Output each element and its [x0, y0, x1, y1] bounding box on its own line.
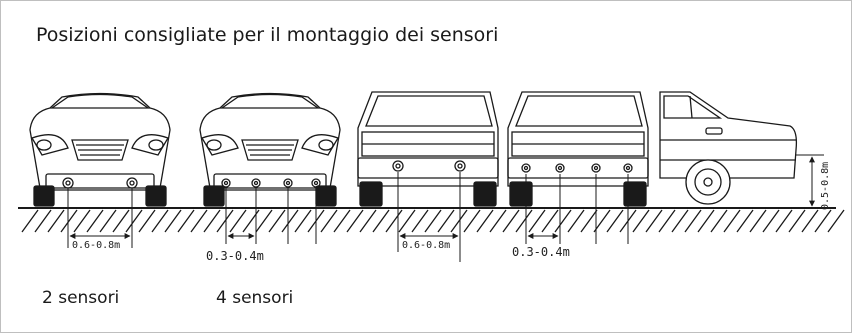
ground-hatch-line	[281, 209, 299, 233]
ground-hatch-line	[515, 209, 533, 233]
ground-hatch-line	[593, 209, 611, 233]
ground-hatch-line	[450, 209, 468, 233]
ground-hatch-line	[242, 209, 260, 233]
ground-hatch-line	[229, 209, 247, 233]
ground-hatch-line	[346, 209, 364, 233]
ground-hatch-line	[736, 209, 754, 233]
dim-front-2	[67, 188, 133, 248]
ground-hatch-line	[580, 209, 598, 233]
ground-hatch-line	[60, 209, 78, 233]
dim-rear-4	[525, 174, 629, 244]
caption-two-sensors: 2 sensori	[42, 288, 120, 308]
ground-hatch-line	[21, 209, 39, 233]
ground-hatch-line	[320, 209, 338, 233]
ground-hatch-line	[177, 209, 195, 233]
ground-hatch-line	[34, 209, 52, 233]
ground-hatch-line	[268, 209, 286, 233]
ground-hatch-line	[710, 209, 728, 233]
ground-hatch-line	[125, 209, 143, 233]
dim-front-4-label: 0.3-0.4m	[206, 249, 264, 263]
ground-hatch-line	[749, 209, 767, 233]
ground-hatch-line	[112, 209, 130, 233]
ground-hatch-line	[333, 209, 351, 233]
ground-hatch-line	[645, 209, 663, 233]
ground-hatch-line	[424, 209, 442, 233]
ground-hatch-line	[411, 209, 429, 233]
caption-four-sensors: 4 sensori	[216, 288, 294, 308]
ground-hatch-line	[47, 209, 65, 233]
dim-rear-4-label: 0.3-0.4m	[512, 245, 570, 259]
dim-rear-2	[397, 172, 461, 262]
ground-hatch-line	[762, 209, 780, 233]
ground-hatch-line	[86, 209, 104, 233]
ground-hatch-line	[775, 209, 793, 233]
ground-hatch-line	[476, 209, 494, 233]
ground-hatch-line	[671, 209, 689, 233]
car-front-2-sensors	[29, 92, 171, 207]
ground-hatch-line	[658, 209, 676, 233]
ground-hatch-line	[788, 209, 806, 233]
dim-front-4	[225, 188, 317, 244]
diagram-title: Posizioni consigliate per il montaggio d…	[36, 24, 499, 46]
ground-hatch-line	[827, 209, 845, 233]
car-front-4-sensors	[199, 92, 341, 207]
car-rear-2-sensors	[357, 91, 499, 207]
car-rear-4-sensors	[507, 91, 649, 207]
ground-hatch-line	[632, 209, 650, 233]
ground-hatch-line	[606, 209, 624, 233]
ground-hatch-line	[398, 209, 416, 233]
dim-height	[796, 154, 824, 207]
ground-hatch-line	[190, 209, 208, 233]
ground-hatch-line	[216, 209, 234, 233]
ground-hatch-line	[203, 209, 221, 233]
ground-hatch-line	[684, 209, 702, 233]
ground-hatch-line	[99, 209, 117, 233]
ground-hatch-line	[372, 209, 390, 233]
ground-hatch-line	[723, 209, 741, 233]
ground	[18, 207, 845, 233]
ground-hatch-line	[541, 209, 559, 233]
ground-hatch-line	[554, 209, 572, 233]
dim-front-2-label: 0.6-0.8m	[72, 240, 120, 251]
ground-hatch-line	[73, 209, 91, 233]
ground-hatch-line	[138, 209, 156, 233]
ground-hatch-line	[502, 209, 520, 233]
dim-height-label: 0.5-0.8m	[820, 162, 831, 210]
ground-hatch-line	[385, 209, 403, 233]
ground-hatch-line	[359, 209, 377, 233]
ground-hatch-line	[437, 209, 455, 233]
car-side-view	[659, 91, 798, 205]
ground-hatch-line	[801, 209, 819, 233]
dim-rear-2-label: 0.6-0.8m	[402, 240, 450, 251]
ground-hatch-line	[814, 209, 832, 233]
ground-hatch-line	[567, 209, 585, 233]
ground-hatch-line	[294, 209, 312, 233]
ground-hatch-line	[255, 209, 273, 233]
ground-hatch-line	[151, 209, 169, 233]
ground-hatch-line	[164, 209, 182, 233]
ground-hatch-line	[489, 209, 507, 233]
ground-hatch-line	[463, 209, 481, 233]
ground-hatch-line	[697, 209, 715, 233]
ground-hatch-line	[528, 209, 546, 233]
